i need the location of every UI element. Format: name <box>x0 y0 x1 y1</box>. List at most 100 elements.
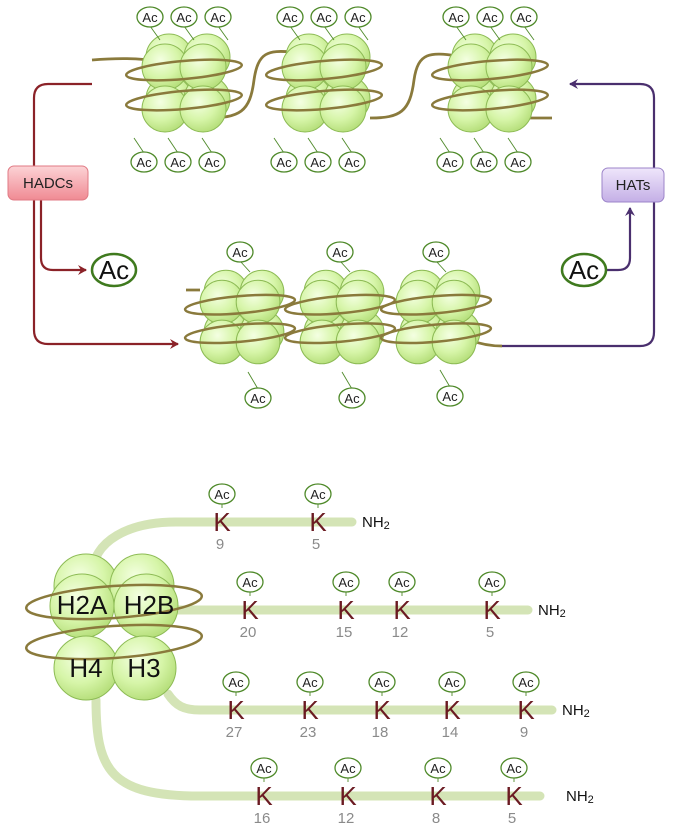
acetyl-bubble <box>204 6 232 28</box>
acetyl-label: Ac <box>374 675 390 690</box>
top-nucleosome-2 <box>264 33 384 133</box>
acetyl-label: Ac <box>448 10 464 25</box>
top-nucleosome-2-acetyl-bottom-2: Ac <box>304 137 332 173</box>
acetyl-bond <box>489 25 501 41</box>
acetyl-bond <box>341 137 353 154</box>
top-nucleosome-1-acetyl-top-1: Ac <box>136 6 164 41</box>
top-nucleosome-2-acetyl-bottom-1: Ac <box>270 137 298 173</box>
lysine-label: K <box>337 595 355 625</box>
acetyl-bubble <box>438 671 466 693</box>
lysine-label: K <box>213 507 231 537</box>
acetyl-bubble <box>198 151 226 173</box>
histone-core <box>235 279 281 325</box>
n-terminus-label-h2b: NH2 <box>538 602 566 620</box>
top-nucleosome-3-acetyl-top-3: Ac <box>510 6 538 41</box>
middle-nucleosome-2 <box>283 269 397 365</box>
acetyl-bubble <box>222 671 250 693</box>
nucleosomes-top <box>124 33 550 133</box>
top-nucleosome-2-acetyl-top-1: Ac <box>276 6 304 41</box>
dna-wrap <box>264 58 384 82</box>
acetyl-bubble <box>338 387 366 409</box>
acetyl-label: Ac <box>310 487 326 502</box>
acetyl-label: Ac <box>232 245 248 260</box>
histone-h2b-label: H2B <box>124 590 175 620</box>
dna-wrap <box>283 293 397 316</box>
acetyl-label: Ac <box>516 10 532 25</box>
tail-h3 <box>163 689 557 715</box>
top-nucleosome-1-acetyl-bottom-1: Ac <box>130 137 158 173</box>
octamer-dna-wrap-2 <box>24 623 204 661</box>
middle-nucleosome-3-acetyl-top: Ac <box>422 241 450 273</box>
acetyl-bubble <box>504 151 532 173</box>
top-nucleosome-3 <box>430 33 550 133</box>
acetyl-label: Ac <box>204 155 220 170</box>
acetyl-bubble <box>326 241 354 263</box>
incoming-acetyl-group: Ac <box>560 252 608 288</box>
middle-nucleosome-2-acetyl-bottom: Ac <box>338 371 366 409</box>
hat-pathway: HATs Ac <box>502 79 665 348</box>
middle-nucleosome-2-acetyl-top: Ac <box>326 241 354 273</box>
lysine-position: 9 <box>216 536 224 553</box>
top-nucleosome-1-acetyl-top-2: Ac <box>170 6 198 41</box>
acetyl-bond <box>341 371 353 390</box>
n-terminus-label-h3: NH2 <box>562 702 590 720</box>
middle-nucleosome-1-acetyl-bottom: Ac <box>244 371 272 409</box>
top-nucleosome-2-acetyl-top-3: Ac <box>344 6 372 41</box>
dna-wrap <box>124 58 244 82</box>
lysine-position: 20 <box>240 624 257 641</box>
acetyl-label: Ac <box>250 391 266 406</box>
acetyl-bubble <box>304 483 332 505</box>
acetyl-label: Ac <box>276 155 292 170</box>
acetyl-bond <box>339 260 351 273</box>
acetyl-bond <box>523 25 535 41</box>
lysine-position: 8 <box>432 810 440 827</box>
acetyl-label: Ac <box>394 575 410 590</box>
dna-wrap <box>379 293 493 316</box>
acetyl-bubble <box>344 6 372 28</box>
histone-core <box>179 43 227 91</box>
dna-wrap <box>183 293 297 316</box>
acetyl-bond <box>247 371 259 390</box>
acetyl-bubble <box>510 6 538 28</box>
hadc-pathway: HADCs Ac <box>7 82 179 349</box>
acetyl-bubble <box>226 241 254 263</box>
acetyl-label: Ac <box>214 487 230 502</box>
middle-nucleosome-3 <box>379 269 493 365</box>
top-nucleosome-2-acetyl-top-2: Ac <box>310 6 338 41</box>
acetyl-bubble <box>436 385 464 407</box>
top-nucleosome-3-acetyl-bottom-1: Ac <box>436 137 464 173</box>
acetyl-bubble <box>270 151 298 173</box>
lysine-label: K <box>483 595 501 625</box>
lysine-label: K <box>505 781 523 811</box>
lysine-position: 18 <box>372 724 389 741</box>
acetyl-bubble <box>338 151 366 173</box>
lysine-label: K <box>301 695 319 725</box>
acetyl-bubble <box>476 6 504 28</box>
histone-core <box>335 279 381 325</box>
acetyl-bond <box>473 137 485 154</box>
acetyl-bond <box>149 25 161 41</box>
lysine-label: K <box>443 695 461 725</box>
acetyl-bond <box>439 137 451 154</box>
hadcs-label: HADCs <box>23 175 73 192</box>
lysine-label: K <box>227 695 245 725</box>
acetyl-bond <box>217 25 229 41</box>
acetyl-label: Ac <box>344 391 360 406</box>
middle-nucleosome-1-acetyl-top: Ac <box>226 241 254 273</box>
acetyl-label: Ac <box>482 10 498 25</box>
octamer-dna-wrap-1 <box>24 583 204 621</box>
acetyl-label: Ac <box>344 155 360 170</box>
acetyl-label: Ac <box>442 155 458 170</box>
nucleosomes-middle <box>183 269 493 365</box>
acetyl-bubble <box>368 671 396 693</box>
acetyl-label: Ac <box>442 389 458 404</box>
